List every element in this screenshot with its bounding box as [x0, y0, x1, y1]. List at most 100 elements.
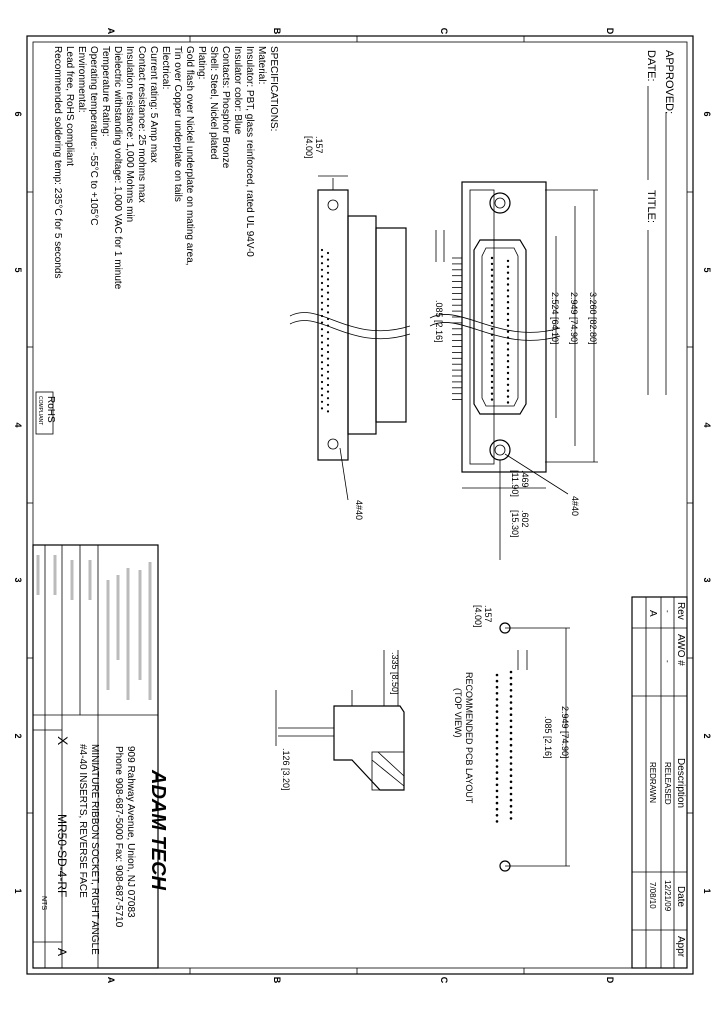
- spec-line-5: Shell: Steel, Nickel plated: [208, 46, 219, 159]
- pcb-dim-157: .157: [483, 605, 493, 623]
- front-contact: [490, 363, 494, 366]
- zone-letter-top-a: A: [106, 28, 116, 35]
- front-contact: [490, 398, 494, 401]
- svg-text:RoHS: RoHS: [45, 396, 56, 423]
- pcb-hole: [495, 722, 499, 726]
- revision-table: Rev AWO # Description Date Appr - - RELE…: [631, 596, 688, 969]
- front-view-dimensions: 3.260 [82.80] 2.949 [74.90] 2.524 [64.10…: [434, 189, 598, 560]
- side-pin: [320, 255, 324, 258]
- front-contact: [490, 380, 494, 384]
- zone-number-left-4: 4: [13, 422, 23, 427]
- zone-number-right-2: 2: [702, 733, 712, 738]
- side-pin: [326, 291, 330, 294]
- connector-front-view: [429, 181, 561, 473]
- front-contact: [506, 312, 510, 316]
- pcb-hole: [509, 756, 513, 759]
- approved-label: APPROVED:: [663, 50, 675, 114]
- zone-number-left-5: 5: [13, 267, 23, 272]
- spec-line-3: Insulator color: Blue: [232, 46, 243, 135]
- pcb-hole: [509, 762, 513, 765]
- zone-number-right-4: 4: [702, 422, 712, 427]
- side-pin: [320, 380, 324, 384]
- pcb-hole: [495, 807, 499, 811]
- zone-letter-bottom-d: D: [605, 977, 615, 984]
- pcb-hole: [509, 780, 513, 784]
- spec-line-10: Current rating: 5 Amp max: [148, 46, 159, 163]
- zone-number-left-2: 2: [13, 733, 23, 738]
- side-pin: [320, 361, 324, 364]
- front-contact: [490, 309, 494, 313]
- rev-row-1-date: 7/08/10: [648, 882, 657, 909]
- pcb-hole: [509, 804, 513, 808]
- date-label: DATE:: [645, 50, 657, 82]
- side-pin: [320, 394, 324, 397]
- spec-line-15: Operating temperature: -55°C to +105°C: [88, 46, 99, 225]
- dim-157-side: .157 [4.00]: [304, 136, 324, 159]
- rohs-logo: RoHS COMPLIANT: [35, 391, 56, 435]
- side-pin: [326, 403, 330, 406]
- pcb-hole: [509, 725, 513, 729]
- spec-line-18: Recommended soldering temp: 235°C for 5 …: [52, 46, 63, 278]
- side-pin: [326, 410, 330, 413]
- pcb-hole: [509, 811, 513, 814]
- side-pin: [320, 248, 324, 252]
- zone-letter-top-c: C: [439, 28, 449, 35]
- pcb-hole: [495, 704, 499, 707]
- front-contact: [490, 351, 494, 354]
- front-contact: [506, 401, 510, 404]
- pcb-hole: [495, 734, 499, 738]
- pcb-layout: 2.949 [74.90] .085 [2.16] .157 [4.00] RE…: [453, 605, 570, 872]
- pcb-hole: [509, 817, 513, 820]
- front-contact: [506, 354, 510, 357]
- pcb-hole: [495, 746, 499, 750]
- front-contact: [490, 386, 494, 389]
- side-pin: [326, 331, 330, 334]
- side-pin: [326, 364, 330, 367]
- callout-4-40-front: 4#40: [570, 496, 580, 516]
- side-pin: [326, 271, 330, 274]
- pcb-hole: [495, 679, 499, 683]
- front-contact: [506, 360, 510, 363]
- zone-number-right-5: 5: [702, 267, 712, 272]
- side-pin: [320, 347, 324, 351]
- part-title-line2: #4-40 INSERTS, REVERSE FACE: [77, 744, 88, 898]
- pcb-hole: [509, 792, 513, 796]
- side-pin: [326, 278, 330, 281]
- pcb-hole: [495, 814, 499, 817]
- front-contact: [506, 348, 510, 351]
- side-pin: [320, 321, 324, 324]
- front-contact: [490, 315, 494, 319]
- side-pin: [326, 311, 330, 314]
- rev-header-date: Date: [675, 886, 686, 908]
- pcb-hole: [509, 750, 513, 753]
- callout-4-40-side: 4#40: [339, 447, 364, 520]
- pcb-hole: [509, 682, 513, 686]
- spec-line-6: Plating:: [196, 46, 207, 79]
- specifications-block: SPECIFICATIONS: Material: Insulator: PBT…: [52, 46, 279, 290]
- spec-line-17: Lead free, RoHS compliant: [64, 46, 75, 166]
- dim-3260: 3.260 [82.80]: [588, 292, 598, 345]
- side-pin: [320, 374, 324, 377]
- pcb-hole: [495, 777, 499, 780]
- side-pin: [326, 397, 330, 400]
- front-contact: [490, 298, 494, 301]
- zone-letter-top-d: D: [605, 28, 615, 35]
- front-contact: [506, 371, 510, 375]
- front-contact: [506, 330, 510, 333]
- svg-text:.157: .157: [314, 136, 324, 154]
- rev-header-rev: Rev: [675, 602, 686, 620]
- side-pin: [320, 367, 324, 370]
- pcb-hole: [509, 701, 513, 704]
- side-pin: [320, 288, 324, 291]
- zone-number-left-3: 3: [13, 577, 23, 582]
- spec-line-7: Gold flash over Nickel underplate on mat…: [184, 46, 195, 266]
- pcb-hole: [495, 759, 499, 762]
- front-contact: [506, 265, 510, 268]
- pcb-hole: [495, 698, 499, 701]
- front-contact: [506, 283, 510, 286]
- side-pin: [320, 354, 324, 357]
- spec-line-0: SPECIFICATIONS:: [268, 46, 279, 131]
- spec-line-12: Insulation resistance: 1,000 Mohms min: [124, 46, 135, 222]
- front-contact: [490, 274, 494, 277]
- side-pin: [320, 387, 324, 390]
